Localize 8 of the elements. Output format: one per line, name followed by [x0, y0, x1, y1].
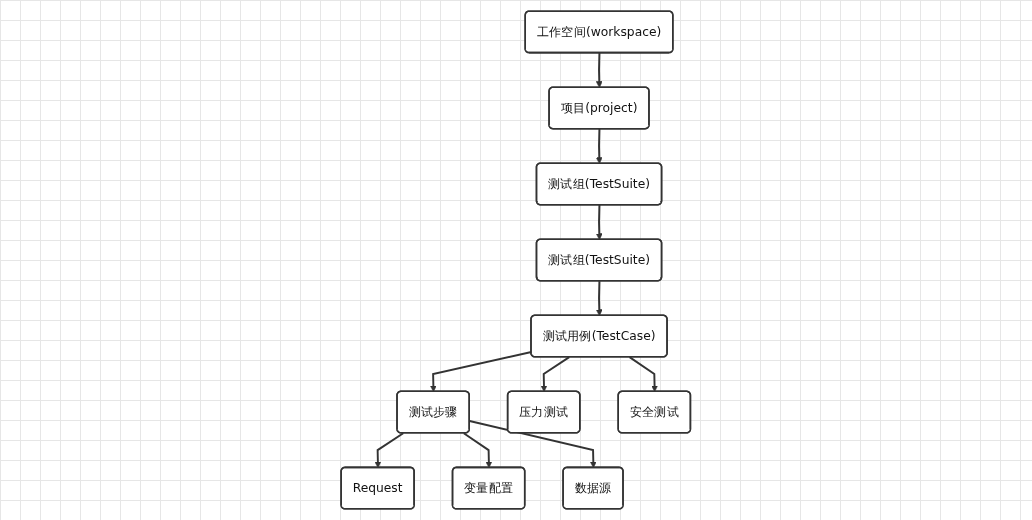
- arrow: [540, 356, 571, 392]
- arrow: [463, 432, 493, 469]
- arrow: [596, 52, 603, 88]
- arrow: [628, 356, 659, 392]
- arrow: [596, 128, 603, 164]
- arrow: [374, 432, 405, 469]
- arrow: [596, 204, 603, 240]
- arrow: [596, 280, 603, 316]
